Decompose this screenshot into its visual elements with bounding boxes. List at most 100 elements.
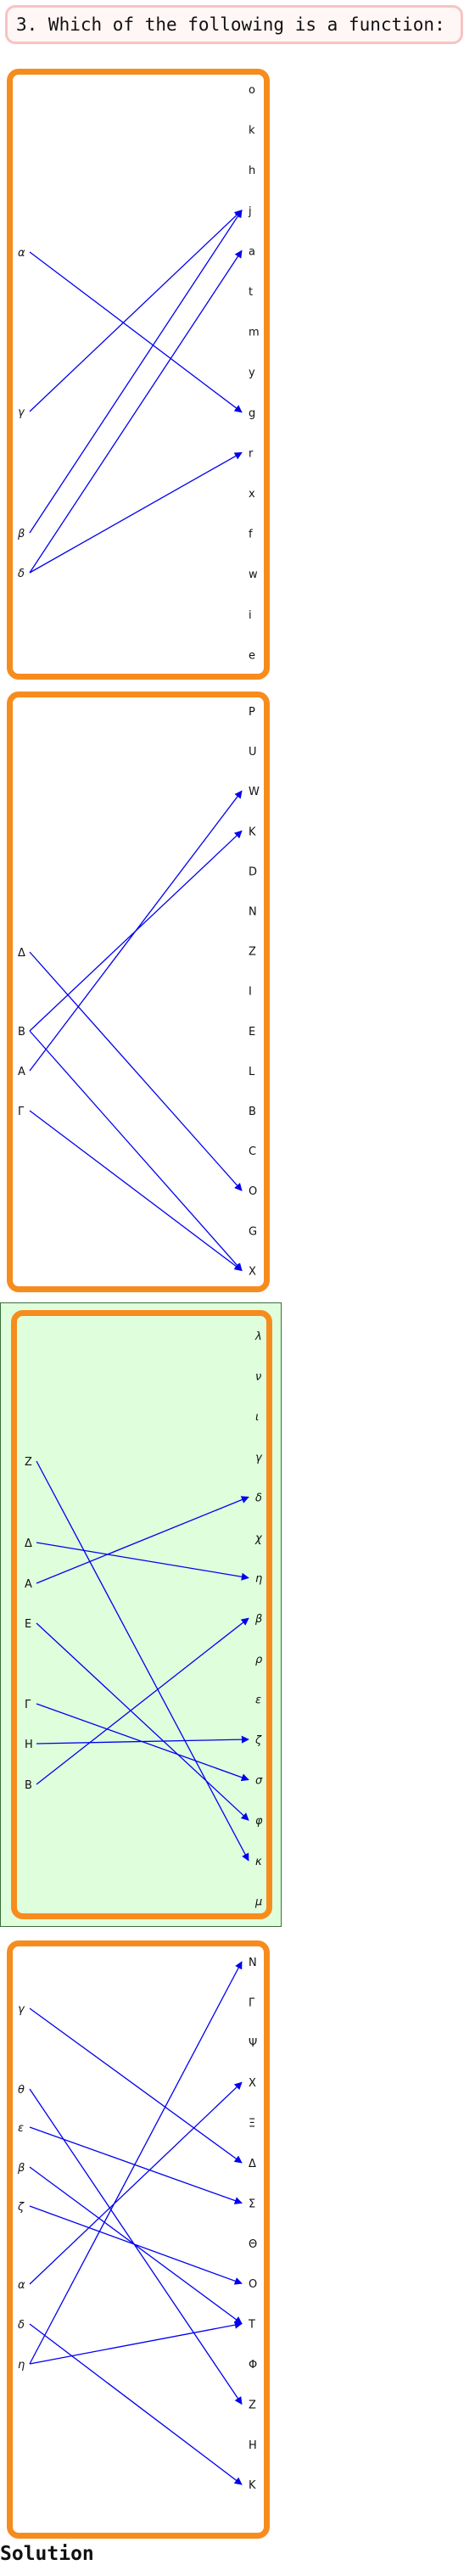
codomain-label: x bbox=[249, 488, 255, 501]
domain-label: Γ bbox=[25, 1699, 31, 1711]
mapping-arrow bbox=[29, 451, 243, 574]
codomain-label: O bbox=[249, 1185, 257, 1198]
domain-label: θ bbox=[18, 2084, 25, 2097]
codomain-label: Σ bbox=[249, 2198, 255, 2210]
codomain-label: μ bbox=[254, 1896, 262, 1908]
domain-label: Δ bbox=[25, 1537, 32, 1550]
codomain-label: N bbox=[249, 1957, 257, 1969]
domain-label: Δ bbox=[18, 947, 25, 960]
codomain-label: P bbox=[249, 706, 255, 719]
option-border bbox=[7, 692, 270, 1292]
mapping-arrow bbox=[36, 1460, 249, 1862]
mapping-arrow bbox=[29, 2088, 243, 2405]
codomain-label: λ bbox=[254, 1330, 262, 1343]
codomain-label: y bbox=[249, 367, 255, 379]
domain-label: A bbox=[18, 1066, 25, 1078]
codomain-label: D bbox=[249, 865, 257, 878]
codomain-label: ρ bbox=[255, 1654, 263, 1666]
codomain-label: Φ bbox=[249, 2359, 257, 2372]
mapping-arrow bbox=[36, 1622, 249, 1821]
mapping-arrow bbox=[36, 1735, 249, 1744]
domain-label: Z bbox=[25, 1456, 32, 1469]
question-prompt: 3. Which of the following is a function: bbox=[5, 5, 463, 44]
domain-label: γ bbox=[18, 2003, 25, 2016]
codomain-label: X bbox=[249, 2077, 256, 2090]
mapping-arrow bbox=[29, 951, 243, 1191]
mapping-arrow bbox=[29, 2081, 243, 2285]
codomain-label: B bbox=[249, 1106, 256, 1118]
domain-label: η bbox=[18, 2359, 25, 2372]
codomain-label: C bbox=[249, 1145, 256, 1158]
mapping-arrow bbox=[29, 2008, 243, 2164]
mapping-arrow bbox=[36, 1542, 249, 1581]
codomain-label: w bbox=[249, 568, 258, 581]
codomain-label: η bbox=[255, 1573, 262, 1586]
mapping-arrow bbox=[29, 2323, 243, 2485]
mapping-arrow bbox=[29, 2126, 243, 2204]
codomain-label: κ bbox=[255, 1856, 262, 1868]
codomain-label: f bbox=[249, 529, 253, 541]
domain-label: δ bbox=[18, 2319, 25, 2332]
domain-label: A bbox=[25, 1578, 32, 1591]
codomain-label: m bbox=[249, 327, 260, 339]
codomain-label: U bbox=[249, 746, 257, 759]
codomain-label: K bbox=[249, 826, 256, 838]
codomain-label: e bbox=[249, 649, 255, 662]
codomain-label: δ bbox=[255, 1492, 262, 1504]
codomain-label: Z bbox=[249, 946, 256, 959]
codomain-label: ε bbox=[255, 1694, 261, 1706]
codomain-label: β bbox=[254, 1613, 262, 1626]
codomain-label: σ bbox=[255, 1775, 263, 1788]
codomain-label: Ξ bbox=[249, 2118, 255, 2131]
codomain-label: ι bbox=[255, 1411, 259, 1424]
domain-label: B bbox=[18, 1026, 25, 1039]
mapping-arrow bbox=[29, 2205, 243, 2285]
mapping-arrow bbox=[29, 1961, 243, 2365]
codomain-label: ζ bbox=[254, 1734, 262, 1747]
solution-heading: Solution bbox=[0, 2543, 94, 2565]
codomain-label: X bbox=[249, 1265, 256, 1278]
codomain-label: O bbox=[249, 2278, 257, 2291]
domain-label: E bbox=[25, 1618, 31, 1631]
mapping-arrow bbox=[29, 251, 243, 413]
mapping-arrow bbox=[29, 1030, 243, 1272]
mapping-arrow bbox=[29, 210, 243, 534]
option-border bbox=[7, 69, 270, 680]
codomain-label: W bbox=[249, 786, 260, 798]
codomain-label: I bbox=[249, 986, 252, 999]
codomain-label: Γ bbox=[249, 1996, 255, 2009]
codomain-label: j bbox=[248, 205, 252, 218]
codomain-label: i bbox=[249, 609, 252, 622]
codomain-label: L bbox=[249, 1066, 255, 1078]
domain-label: α bbox=[18, 2279, 25, 2292]
codomain-label: K bbox=[249, 2479, 256, 2492]
codomain-label: Ψ bbox=[249, 2037, 257, 2050]
option-border bbox=[7, 1940, 270, 2539]
codomain-label: t bbox=[249, 286, 253, 299]
domain-label: H bbox=[25, 1739, 33, 1751]
domain-label: β bbox=[17, 528, 25, 540]
option-border bbox=[11, 1310, 272, 1919]
codomain-label: g bbox=[249, 407, 255, 420]
codomain-label: a bbox=[249, 245, 255, 258]
mapping-arrow bbox=[29, 2321, 243, 2365]
domain-label: Γ bbox=[18, 1106, 25, 1118]
mapping-arrow bbox=[29, 249, 243, 574]
domain-label: ζ bbox=[17, 2201, 25, 2214]
mapping-arrow bbox=[29, 790, 243, 1072]
codomain-label: Θ bbox=[249, 2238, 257, 2251]
domain-label: B bbox=[25, 1779, 32, 1792]
codomain-label: Δ bbox=[249, 2158, 256, 2170]
domain-label: β bbox=[17, 2162, 25, 2175]
codomain-label: k bbox=[249, 125, 255, 137]
domain-label: γ bbox=[18, 406, 25, 419]
codomain-label: G bbox=[249, 1225, 257, 1238]
